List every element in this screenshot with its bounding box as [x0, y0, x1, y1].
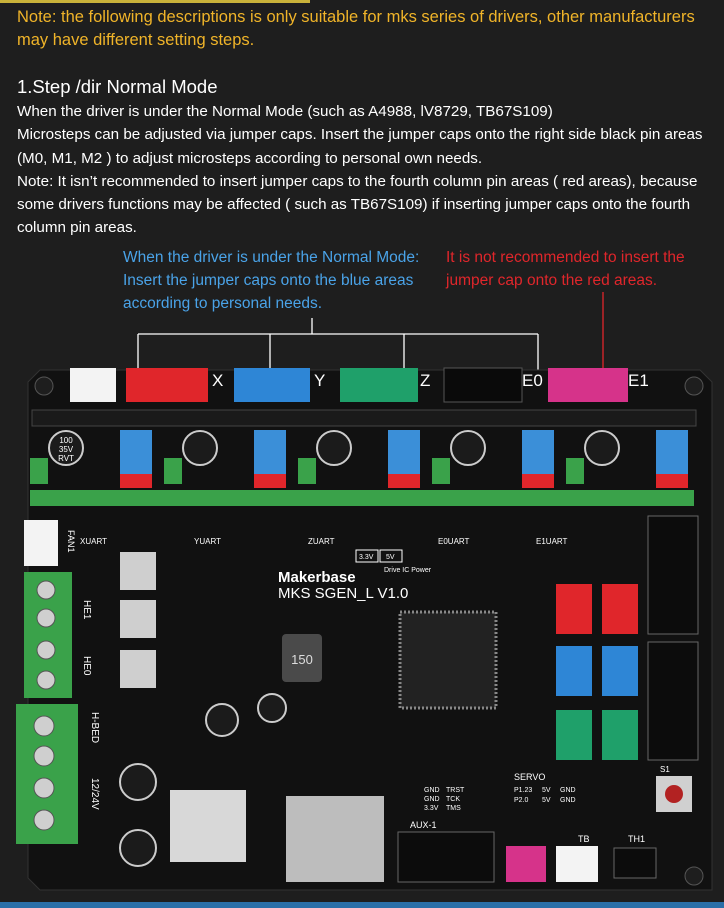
fan1-connector	[24, 520, 58, 566]
axis-label-y: Y	[314, 371, 325, 390]
inductor-text: 150	[291, 652, 313, 667]
paragraph-normal-mode: When the driver is under the Normal Mode…	[17, 103, 553, 120]
motor-connector-x	[126, 368, 208, 402]
green-pin-row	[30, 490, 694, 506]
label-fan1: FAN1	[66, 530, 76, 553]
label-he0: HE0	[81, 656, 92, 676]
servo-pin-3: GND	[560, 787, 576, 794]
servo-pin-2: 5V	[542, 787, 551, 794]
paragraph-microsteps: Microsteps can be adjusted via jumper ca…	[17, 126, 703, 167]
servo-pin-4: P2.0	[514, 797, 529, 804]
endstop-connectors	[556, 584, 638, 760]
label-5v: 5V	[386, 554, 395, 561]
label-e0uart: E0UART	[438, 537, 470, 546]
jtag-pin-1: GND	[424, 787, 440, 794]
board-brand: Makerbase	[278, 569, 356, 586]
servo-pin-1: P1.23	[514, 787, 532, 794]
driver-header-strip	[31, 409, 697, 427]
inductor	[282, 634, 322, 682]
axis-label-x: X	[212, 371, 223, 390]
section-title: 1.Step /dir Normal Mode	[17, 76, 218, 97]
thermistor-th0-connector	[556, 846, 598, 882]
label-he1: HE1	[81, 600, 92, 620]
thermistor-th1-connector	[613, 847, 657, 879]
sd-card-slot	[286, 796, 384, 882]
section-body: When the driver is under the Normal Mode…	[17, 100, 717, 240]
thermistor-tb-connector	[506, 846, 546, 882]
cap-text-line1: 100	[59, 436, 73, 445]
driver-x	[30, 430, 152, 488]
driver-modules	[30, 430, 688, 488]
board-model: MKS SGEN_L V1.0	[278, 585, 408, 602]
mount-hole-bottom-right	[684, 866, 704, 886]
label-servo: SERVO	[514, 772, 545, 782]
mount-hole-top-right	[684, 376, 704, 396]
axis-label-z: Z	[420, 371, 430, 390]
jtag-pin-3: GND	[424, 796, 440, 803]
label-e1uart: E1UART	[536, 537, 568, 546]
blue-area-callout: When the driver is under the Normal Mode…	[123, 249, 420, 312]
jtag-pin-4: TCK	[446, 796, 460, 803]
usb-b-port	[170, 790, 246, 862]
label-3v3: 3.3V	[359, 554, 374, 561]
aux1-header	[397, 831, 495, 883]
motor-connector-y	[234, 368, 310, 402]
aux-white-connector	[70, 368, 116, 402]
label-drive-ic-power: Drive IC Power	[384, 567, 432, 574]
label-aux1: AUX-1	[410, 820, 437, 830]
label-reset: S1	[660, 765, 670, 774]
exp2-header	[647, 641, 699, 761]
label-xuart: XUART	[80, 537, 107, 546]
axis-label-e1: E1	[628, 371, 649, 390]
bottom-accent-bar	[0, 902, 724, 908]
mount-hole-top-left	[34, 376, 54, 396]
cap-text-line3: RVT	[58, 454, 74, 463]
paragraph-fourth-column-note: Note: It isn’t recommended to insert jum…	[17, 172, 698, 237]
motor-connector-e1	[548, 368, 628, 402]
driver-e1	[566, 430, 688, 488]
servo-pin-6: GND	[560, 797, 576, 804]
driver-z	[298, 430, 420, 488]
top-accent-bar	[0, 0, 310, 3]
mcu-chip	[398, 610, 498, 710]
jtag-pin-5: 3.3V	[424, 805, 439, 812]
driver-note: Note: the following descriptions is only…	[17, 8, 695, 49]
servo-pin-5: 5V	[542, 797, 551, 804]
exp1-header	[647, 515, 699, 635]
label-tb: TB	[578, 834, 590, 844]
label-yuart: YUART	[194, 537, 221, 546]
motor-connector-e0	[443, 367, 523, 403]
label-th1: TH1	[628, 834, 645, 844]
label-hbed: H-BED	[89, 712, 100, 743]
red-area-callout: It is not recommended to insert the jump…	[446, 249, 685, 289]
jtag-pin-6: TMS	[446, 805, 461, 812]
axis-label-e0: E0	[522, 371, 543, 390]
driver-e0	[432, 430, 554, 488]
cap-text-line2: 35V	[59, 445, 74, 454]
label-zuart: ZUART	[308, 537, 335, 546]
jtag-pin-2: TRST	[446, 787, 465, 794]
motor-connector-z	[340, 368, 418, 402]
driver-y	[164, 430, 286, 488]
label-power: 12/24V	[89, 778, 100, 810]
